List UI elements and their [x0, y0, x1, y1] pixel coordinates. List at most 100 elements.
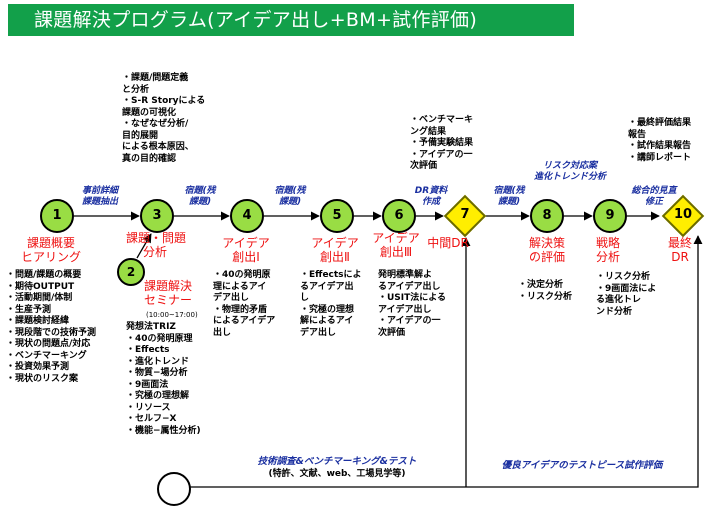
text-line: 進化トレンド分析	[533, 172, 606, 182]
note-item: るアイデア出し	[378, 281, 441, 292]
text-line: 戦略	[595, 236, 620, 250]
edge-label-6-7: DR資料作成	[410, 186, 452, 208]
notes-node-8: ・決定分析・リスク分析	[518, 280, 572, 303]
text-line: 中間DR	[427, 236, 469, 250]
note-item: ・Effectsによ	[300, 270, 362, 280]
note-item: ・機能−属性分析)	[126, 425, 201, 436]
bottom-label-left: 技術調査&ベンチマーキング&テスト	[257, 456, 417, 467]
bottom-label-right: 優良アイデアのテストピース試作評価	[501, 460, 663, 471]
start-circle	[157, 472, 191, 506]
text-line: 宿題(残	[184, 186, 216, 196]
text-line: 事前詳細	[81, 186, 118, 196]
text-line: アイデア	[372, 231, 420, 245]
note-item: ・40の発明原	[213, 270, 271, 280]
node-6: 6	[382, 199, 416, 233]
note-item: ・予備実験結果	[410, 138, 474, 148]
note-item: 目的展開	[122, 130, 159, 141]
text-line: 課題解決	[143, 279, 192, 293]
edge-label-7-8: 宿題(残課題)	[486, 186, 532, 208]
node-5-label: アイデア創出Ⅱ	[309, 236, 361, 264]
note-item: ・Effects	[126, 345, 170, 355]
notes-node-1: ・問題/課題の概要・期待OUTPUT・活動期間/体制・生産予測・課題検討経緯・現…	[6, 270, 96, 385]
note-item: ・ベンチマーキング	[6, 350, 87, 361]
note-item: し	[300, 293, 310, 303]
note-item: 真の目的確認	[122, 153, 177, 164]
text-line: 分析	[595, 250, 620, 264]
node-3: 3	[140, 199, 174, 233]
note-item: ・活動期間/体制	[6, 293, 73, 303]
node-7-number: 7	[460, 207, 470, 222]
node-6-label: アイデア創出Ⅲ	[370, 231, 422, 259]
note-item: 次評価	[410, 161, 438, 171]
note-item: ・投資効果予測	[6, 362, 70, 372]
note-item: ・9画面法	[126, 379, 169, 390]
node-9: 9	[593, 199, 627, 233]
edge-label-1-3: 事前詳細課題抽出	[70, 186, 130, 208]
note-item: ・現状のリスク案	[6, 373, 79, 384]
text-line: 課題)	[497, 197, 521, 207]
note-item: ・リスク分析	[596, 272, 651, 282]
note-item: 解によるアイ	[300, 316, 354, 326]
text-line: 課題概要	[26, 236, 75, 250]
node-10-number: 10	[673, 207, 693, 222]
note-item: ・リソース	[126, 402, 171, 413]
note-item: ンド分析	[596, 306, 633, 317]
note-item: 課題の可視化	[122, 107, 177, 118]
note-item: ・ベンチマーキ	[410, 115, 474, 125]
text-line: 宿題(残	[493, 186, 525, 196]
edge-label-4-5: 宿題(残課題)	[266, 186, 314, 208]
note-item: ・講師レポート	[628, 152, 692, 163]
text-line: 作成	[421, 197, 440, 207]
note-item: ・40の発明原理	[126, 333, 193, 344]
note-item: デア出し	[300, 327, 337, 338]
note-item: ・現状の問題点/対応	[6, 339, 91, 349]
notes-node-6: 発明標準解よるアイデア出し・USIT法によるアイデア出し・アイデアの一次評価	[378, 270, 446, 339]
text-line: 課題)	[188, 197, 212, 207]
text-line: DR資料	[414, 186, 448, 196]
notes-node-3: ・課題/問題定義と分析・S-R Storyによる課題の可視化・なぜなぜ分析/目的…	[122, 73, 205, 165]
note-item: る進化トレ	[596, 295, 642, 305]
text-line: 解決策	[528, 236, 565, 250]
text-line: 課題・問題	[126, 231, 187, 245]
notes-node-9: ・リスク分析・9画面法による進化トレンド分析	[596, 272, 656, 318]
node-1-label: 課題概要ヒアリング	[14, 236, 88, 264]
note-item: と分析	[122, 84, 150, 95]
note-item: ・S-R Storyによる	[122, 96, 206, 106]
note-item: 発想法TRIZ	[126, 322, 176, 332]
node-4: 4	[230, 199, 264, 233]
text-line: リスク対応案	[542, 161, 597, 171]
note-item: ・課題検討経緯	[6, 316, 70, 326]
text-line: 総合的見直	[631, 186, 677, 196]
edge-label-8-9: リスク対応案進化トレンド分析	[520, 161, 620, 183]
note-item: によるアイデア	[213, 316, 276, 326]
text-line: 分析	[142, 245, 167, 259]
note-item: ・なぜなぜ分析/	[122, 119, 189, 129]
note-item: ング結果	[410, 126, 447, 137]
seminar-time: (10:00~17:00)	[146, 311, 198, 319]
notes-node-6-top: ・ベンチマーキング結果・予備実験結果・アイデアの一次評価	[410, 115, 473, 173]
node-8: 8	[530, 199, 564, 233]
text-line: DR	[671, 250, 689, 264]
edge-label-9-10: 総合的見直修正	[622, 186, 686, 208]
note-item: ・最終評価結果	[628, 118, 692, 128]
notes-node-5: ・Effectsによるアイデア出し・究極の理想解によるアイデア出し	[300, 270, 362, 339]
notes-node-10-top: ・最終評価結果報告・試作結果報告・講師レポート	[628, 118, 691, 164]
edge-2-3	[136, 233, 152, 259]
node-8-label: 解決策の評価	[521, 236, 573, 264]
node-9-label: 戦略分析	[588, 236, 628, 264]
note-item: ・物質−場分析	[126, 368, 188, 378]
node-1: 1	[40, 199, 74, 233]
node-2: 2	[117, 258, 145, 286]
note-item: 発明標準解よ	[378, 270, 433, 280]
note-item: ・9画面法によ	[596, 283, 657, 294]
text-line: セミナー	[143, 293, 192, 307]
note-item: ・現段階での技術予測	[6, 327, 97, 338]
note-item: アイデア出し	[378, 304, 432, 315]
node-5: 5	[320, 199, 354, 233]
bottom-loop-path	[188, 235, 703, 488]
note-item: ・進化トレンド	[126, 356, 190, 367]
note-item: ・USIT法による	[378, 293, 447, 303]
text-line: ヒアリング	[20, 250, 81, 264]
